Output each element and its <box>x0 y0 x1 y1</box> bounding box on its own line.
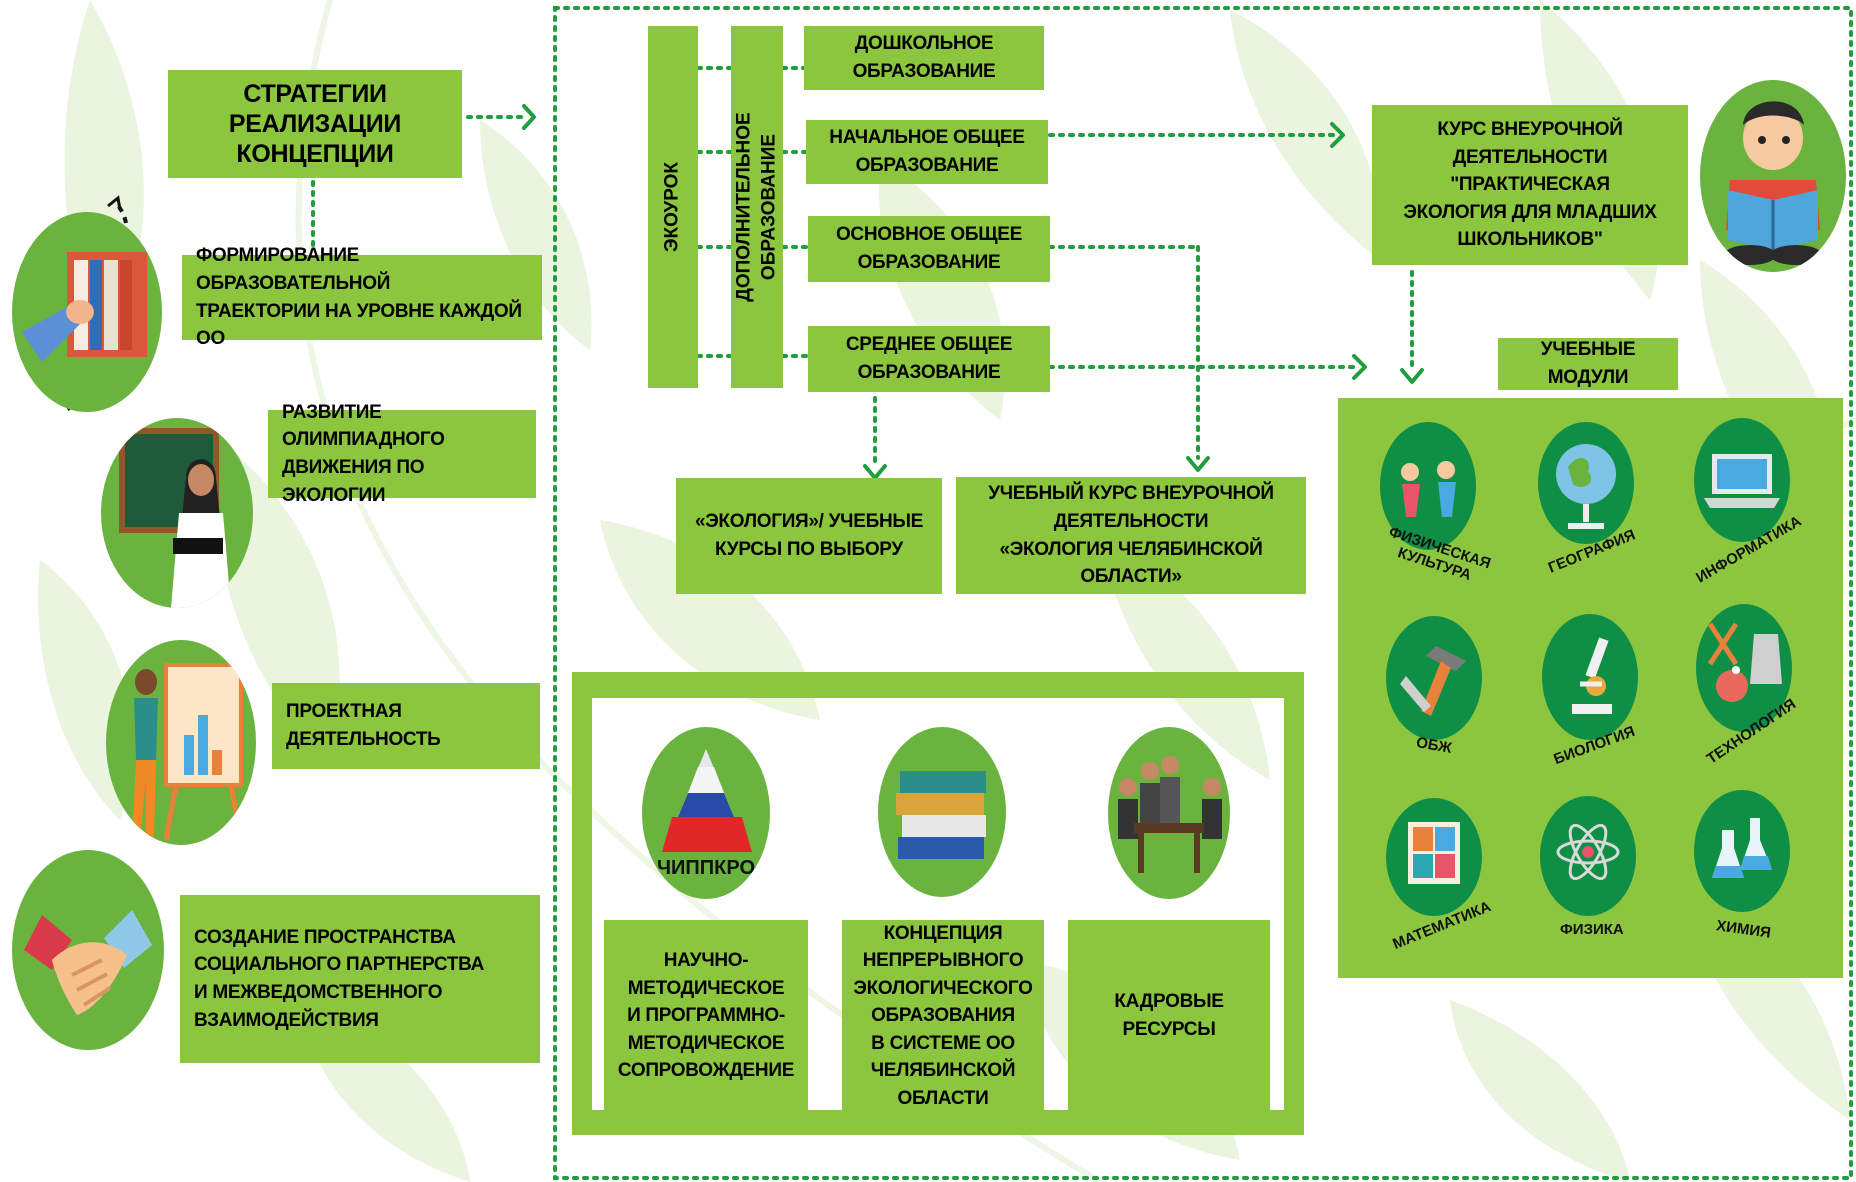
left-item-project: ПРОЕКТНАЯ ДЕЯТЕЛЬНОСТЬ <box>272 683 540 769</box>
teacher-icon <box>101 418 253 608</box>
support-frame-bottom <box>572 1110 1304 1135</box>
handshake-icon <box>12 850 164 1050</box>
sport-icon <box>1380 422 1476 550</box>
child-reading-icon <box>1700 80 1846 272</box>
left-item-olympiad: РАЗВИТИЕ ОЛИМПИАДНОГО ДВИЖЕНИЯ ПО ЭКОЛОГ… <box>268 402 536 506</box>
ecology-choice-box: «ЭКОЛОГИЯ»/ УЧЕБНЫЕ КУРСЫ ПО ВЫБОРУ <box>676 478 942 594</box>
module-label-physics: ФИЗИКА <box>1560 921 1624 938</box>
globe-icon <box>1538 422 1634 544</box>
level-preschool: ДОШКОЛЬНОЕ ОБРАЗОВАНИЕ <box>804 26 1044 90</box>
support-frame-left <box>572 672 592 1135</box>
chippkro-logo: ЧИППКРО <box>642 727 770 899</box>
left-item-partnership: СОЗДАНИЕ ПРОСТРАНСТВА СОЦИАЛЬНОГО ПАРТНЕ… <box>180 895 540 1063</box>
presentation-icon <box>106 640 256 845</box>
meeting-icon <box>1108 727 1230 899</box>
ecourok-bar: ЭКОУРОК <box>648 26 698 388</box>
laptop-icon <box>1694 418 1790 542</box>
calculator-icon <box>1386 798 1482 916</box>
tools-icon <box>1386 616 1482 740</box>
support-frame-top <box>572 672 1304 698</box>
support-frame-right <box>1284 672 1304 1135</box>
additional-education-bar: ДОПОЛНИТЕЛЬНОЕ ОБРАЗОВАНИЕ <box>731 26 783 388</box>
atom-icon <box>1540 796 1636 916</box>
books-hand-icon <box>12 212 162 412</box>
left-item-trajectory: ФОРМИРОВАНИЕ ОБРАЗОВАТЕЛЬНОЙ ТРАЕКТОРИИ … <box>182 245 542 349</box>
strategies-title: СТРАТЕГИИ РЕАЛИЗАЦИИ КОНЦЕПЦИИ <box>168 70 462 178</box>
additional-education-label: ДОПОЛНИТЕЛЬНОЕ ОБРАЗОВАНИЕ <box>733 112 779 302</box>
microscope-icon <box>1542 614 1638 740</box>
practical-course-box: КУРС ВНЕУРОЧНОЙ ДЕЯТЕЛЬНОСТИ "ПРАКТИЧЕСК… <box>1372 105 1688 265</box>
ecourok-label: ЭКОУРОК <box>661 161 683 253</box>
level-secondary: СРЕДНЕЕ ОБЩЕЕ ОБРАЗОВАНИЕ <box>808 326 1050 392</box>
support-item-staff: КАДРОВЫЕ РЕСУРСЫ <box>1068 920 1270 1112</box>
books-stack-icon <box>878 727 1006 897</box>
chelyabinsk-course-box: УЧЕБНЫЙ КУРС ВНЕУРОЧНОЙ ДЕЯТЕЛЬНОСТИ «ЭК… <box>956 477 1306 594</box>
support-item-concept: КОНЦЕПЦИЯ НЕПРЕРЫВНОГО ЭКОЛОГИЧЕСКОГО ОБ… <box>842 920 1044 1112</box>
flask-icon <box>1694 790 1790 912</box>
level-basic: ОСНОВНОЕ ОБЩЕЕ ОБРАЗОВАНИЕ <box>808 216 1050 282</box>
sewing-icon <box>1696 604 1792 732</box>
level-primary: НАЧАЛЬНОЕ ОБЩЕЕ ОБРАЗОВАНИЕ <box>806 120 1048 184</box>
support-item-methodology: НАУЧНО-МЕТОДИЧЕСКОЕ И ПРОГРАММНО- МЕТОДИ… <box>604 920 808 1112</box>
modules-title: УЧЕБНЫЕ МОДУЛИ <box>1498 338 1678 390</box>
chippkro-logo-text: ЧИППКРО <box>656 857 756 879</box>
